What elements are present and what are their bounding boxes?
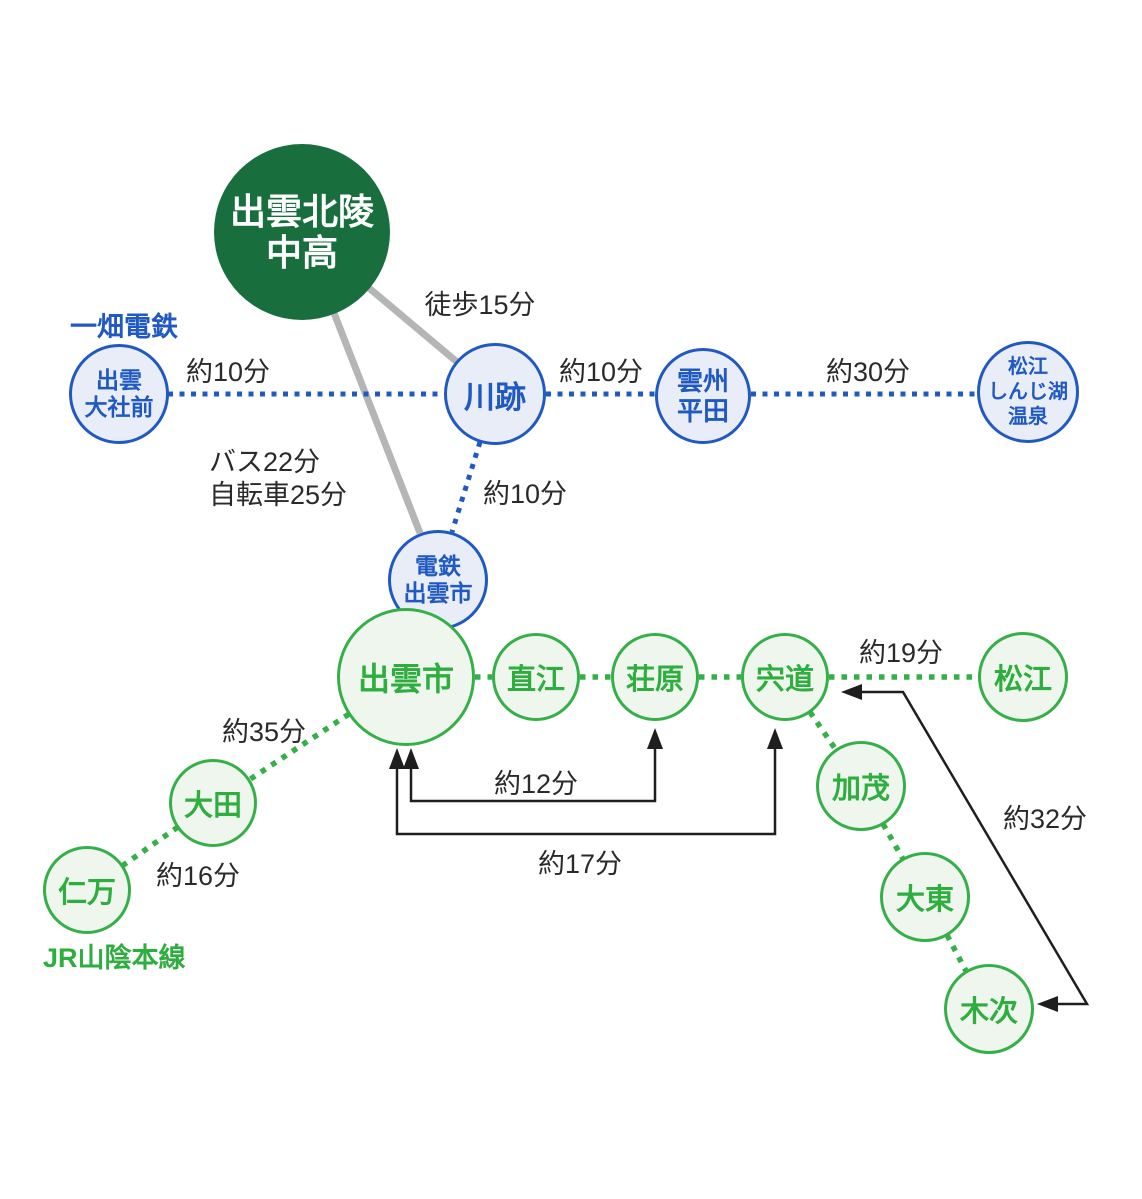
station-unshu-hirata: 雲州 平田 — [655, 348, 751, 444]
station-label: 松江 — [1008, 355, 1048, 378]
station-label: 温泉 — [1008, 405, 1048, 428]
station-matsue-shinjiko-onsen: 松江 しんじ湖 温泉 — [977, 341, 1079, 443]
station-label: 川跡 — [464, 379, 526, 415]
station-label: 出雲 — [96, 367, 142, 393]
time-shinji-kisuki: 約32分 — [1002, 804, 1088, 834]
time-kawato-dentetsu: 約10分 — [482, 479, 568, 509]
station-matsue: 松江 — [978, 632, 1068, 722]
arrowhead-up-izumoshi-inner — [403, 748, 419, 769]
school-to-dentetsu-izumoshi-line — [330, 311, 424, 535]
line-label-jr-sanin: JR山陰本線 — [43, 943, 186, 973]
time-izumoshi-ota: 約35分 — [221, 717, 307, 747]
school-name-line1: 出雲北陵 — [229, 191, 374, 232]
transfer-arrow-lines — [395, 690, 1090, 1006]
station-label: 仁万 — [57, 877, 116, 909]
station-label: 電鉄 — [415, 553, 461, 579]
arrowhead-left-kisuki — [1037, 996, 1058, 1012]
station-label: 大社前 — [84, 394, 154, 420]
kawato-dentetsu-segment — [449, 441, 483, 533]
station-label: 大東 — [895, 884, 954, 916]
station-shinji: 宍道 — [741, 633, 829, 721]
station-label: 荘原 — [625, 664, 684, 696]
time-izumoshi-shobara: 約12分 — [493, 769, 579, 799]
station-kawato: 川跡 — [444, 343, 546, 445]
station-ota: 大田 — [169, 759, 257, 847]
school-to-kawato-line — [366, 285, 460, 365]
station-label: 木次 — [959, 996, 1018, 1028]
kamo-daito-segment — [880, 822, 906, 861]
station-label: 直江 — [506, 664, 565, 696]
daito-kisuki-segment — [944, 933, 969, 973]
izumoshi-shinji-arrow-line — [395, 745, 777, 836]
station-label: しんじ湖 — [988, 380, 1068, 403]
station-label: 松江 — [993, 664, 1052, 696]
school-name-line2: 中高 — [265, 232, 338, 273]
station-label: 出雲市 — [403, 580, 473, 606]
station-naoe: 直江 — [492, 633, 580, 721]
ichibata-line-segments — [168, 391, 977, 533]
arrowhead-up-izumoshi-outer — [389, 748, 405, 769]
time-bike-school-dentetsu: 自転車25分 — [209, 480, 348, 510]
station-shobara: 荘原 — [611, 633, 699, 721]
arrowhead-up-shobara — [647, 728, 663, 749]
station-daito: 大東 — [880, 852, 970, 942]
station-izumoshi: 出雲市 — [337, 608, 475, 746]
time-izumoshi-shinji: 約17分 — [537, 849, 623, 879]
izumoshi-shobara-arrow-line — [409, 745, 657, 803]
station-kamo: 加茂 — [816, 741, 906, 831]
line-label-ichibata: 一畑電鉄 — [70, 312, 178, 342]
time-ota-nima: 約16分 — [155, 861, 241, 891]
time-walk-school-kawato: 徒歩15分 — [424, 290, 536, 320]
station-label: 加茂 — [831, 773, 890, 805]
station-label: 平田 — [676, 396, 729, 426]
arrowhead-up-shinji — [767, 728, 783, 749]
time-hirata-shinjiko: 約30分 — [825, 357, 911, 387]
school-connector-lines — [330, 285, 460, 535]
station-nima: 仁万 — [43, 846, 131, 934]
station-kisuki: 木次 — [944, 964, 1034, 1054]
arrowheads — [389, 684, 1058, 1012]
station-label: 大田 — [183, 790, 242, 822]
jr-line-segments — [120, 674, 978, 973]
station-label: 雲州 — [676, 366, 729, 396]
shinji-kisuki-arrow-line — [858, 690, 1090, 1006]
time-shinji-matsue: 約19分 — [858, 638, 944, 668]
school-name: 出雲北陵 中高 — [230, 191, 374, 273]
station-izumo-taishamae: 出雲 大社前 — [69, 344, 169, 444]
station-label: 宍道 — [755, 664, 814, 696]
time-bus-school-dentetsu: バス22分 — [209, 447, 321, 477]
station-label: 出雲市 — [357, 661, 454, 697]
time-kawato-hirata: 約10分 — [558, 357, 644, 387]
school-node: 出雲北陵 中高 — [214, 144, 390, 320]
time-taishamae-kawato: 約10分 — [185, 357, 271, 387]
shinji-kamo-segment — [807, 710, 839, 752]
arrowhead-left-shinji — [841, 684, 862, 700]
